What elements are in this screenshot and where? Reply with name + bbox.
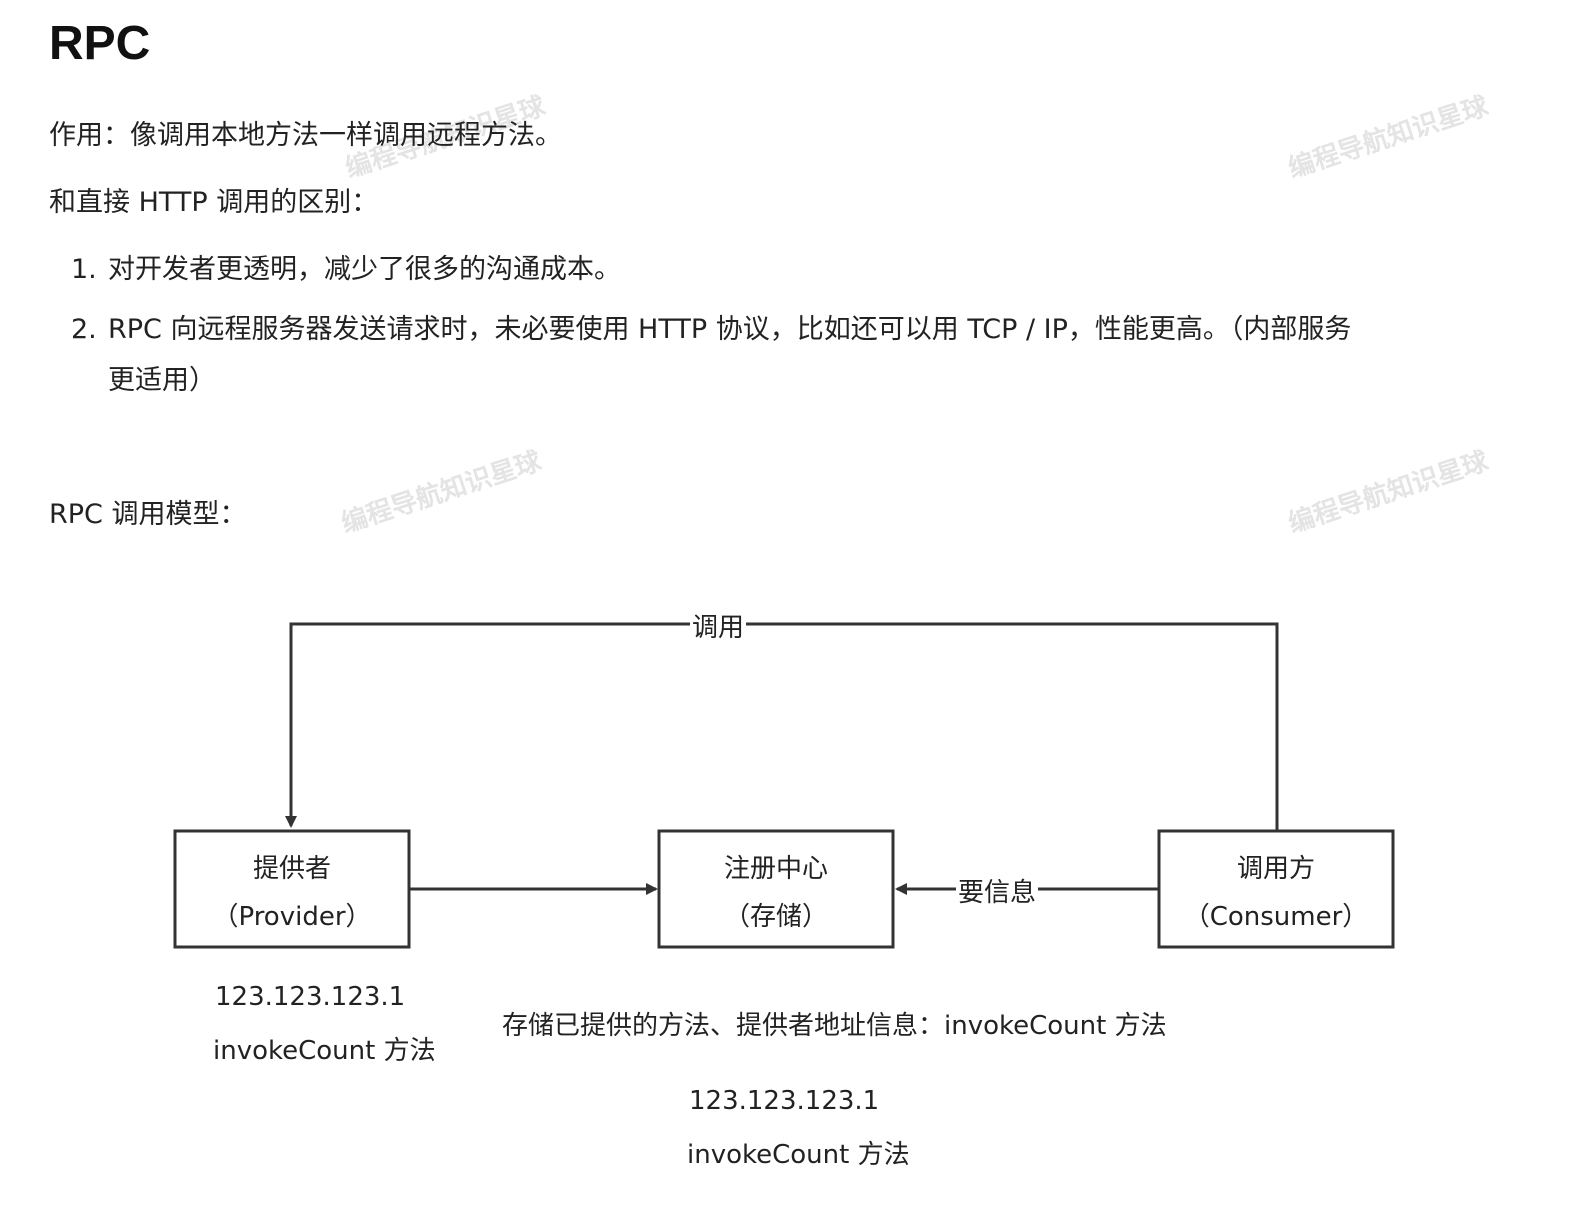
call-connector <box>285 622 1279 831</box>
call-label: 调用 <box>690 607 747 644</box>
page-title: RPC <box>49 17 151 70</box>
list-item-2-line-1: RPC 向远程服务器发送请求时，未必要使用 HTTP 协议，比如还可以用 TCP… <box>108 314 1352 345</box>
provider-subtitle: （Provider） <box>212 902 372 932</box>
registry-box <box>657 829 895 949</box>
registry-description: 存储已提供的方法、提供者地址信息：invokeCount 方法 <box>502 1011 1167 1041</box>
provider-title: 提供者 <box>252 854 331 884</box>
provider-box <box>173 829 411 949</box>
list-number-2: 2. <box>71 314 97 345</box>
list-number-1: 1. <box>71 254 97 285</box>
difference-heading: 和直接 HTTP 调用的区别： <box>49 187 379 218</box>
registry-subtitle: （存储） <box>723 902 828 932</box>
consumer-subtitle: （Consumer） <box>1183 902 1369 932</box>
model-heading: RPC 调用模型： <box>49 499 247 530</box>
provider-method: invokeCount 方法 <box>213 1036 436 1066</box>
consumer-box <box>1157 829 1395 949</box>
purpose-text: 作用：像调用本地方法一样调用远程方法。 <box>49 120 562 151</box>
consumer-title: 调用方 <box>1236 854 1315 884</box>
registry-method: invokeCount 方法 <box>687 1140 910 1170</box>
info-label: 要信息 <box>956 872 1039 909</box>
list-item-1: 对开发者更透明，减少了很多的沟通成本。 <box>108 254 621 285</box>
registry-ip: 123.123.123.1 <box>689 1086 880 1116</box>
registry-title: 注册中心 <box>723 854 828 884</box>
list-item-2-line-2: 更适用） <box>108 365 216 396</box>
provider-ip: 123.123.123.1 <box>215 982 406 1012</box>
